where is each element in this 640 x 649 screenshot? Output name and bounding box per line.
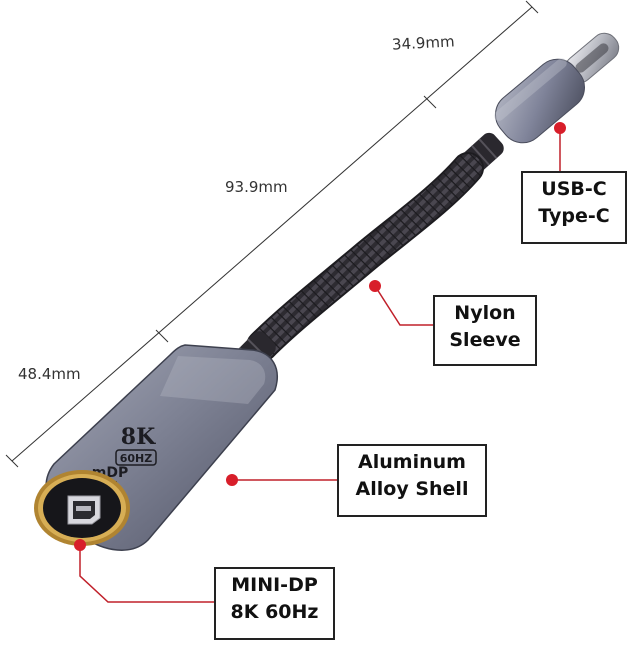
callout-mini-dp-line2: 8K 60Hz (230, 601, 319, 623)
leader-minidp (79, 545, 218, 603)
callout-nylon-line2: Sleeve (449, 329, 521, 351)
dimension-tick (423, 95, 437, 109)
callout-aluminum-line1: Aluminum (358, 451, 466, 473)
shell-resolution-text: 8K (121, 424, 156, 450)
callout-usb-c: USB-C Type-C (521, 171, 627, 244)
marker-dot (226, 474, 238, 486)
callout-usb-c-line1: USB-C (541, 178, 607, 200)
marker-dot (74, 539, 86, 551)
callout-mini-dp-line1: MINI-DP (231, 574, 318, 596)
dimension-label-connector: 34.9mm (391, 32, 456, 54)
callout-aluminum-line2: Alloy Shell (355, 478, 469, 500)
dimension-tick-start (5, 454, 19, 468)
callout-mini-dp: MINI-DP 8K 60Hz (214, 567, 335, 640)
dimension-label-shell: 48.4mm (18, 365, 81, 383)
shell-refresh-text: 60HZ (120, 452, 153, 465)
marker-dot (554, 122, 566, 134)
leader-usbc (559, 128, 586, 175)
leader-nylon (374, 285, 436, 326)
dimension-label-cable: 93.9mm (225, 178, 288, 196)
dimension-tick-end (525, 0, 539, 14)
callout-aluminum-shell: Aluminum Alloy Shell (337, 444, 487, 517)
usb-c-housing (493, 58, 585, 144)
marker-dot (369, 280, 381, 292)
braided-cable (246, 152, 484, 362)
markers (74, 122, 566, 551)
callout-nylon-line1: Nylon (454, 302, 516, 324)
dimension-tick (155, 329, 169, 343)
dimension-line (11, 6, 533, 462)
dimension-lines (5, 0, 539, 468)
callout-usb-c-line2: Type-C (538, 205, 610, 227)
mini-dp-port (34, 470, 130, 546)
refresh-badge (115, 449, 157, 466)
callout-nylon-sleeve: Nylon Sleeve (433, 295, 537, 366)
